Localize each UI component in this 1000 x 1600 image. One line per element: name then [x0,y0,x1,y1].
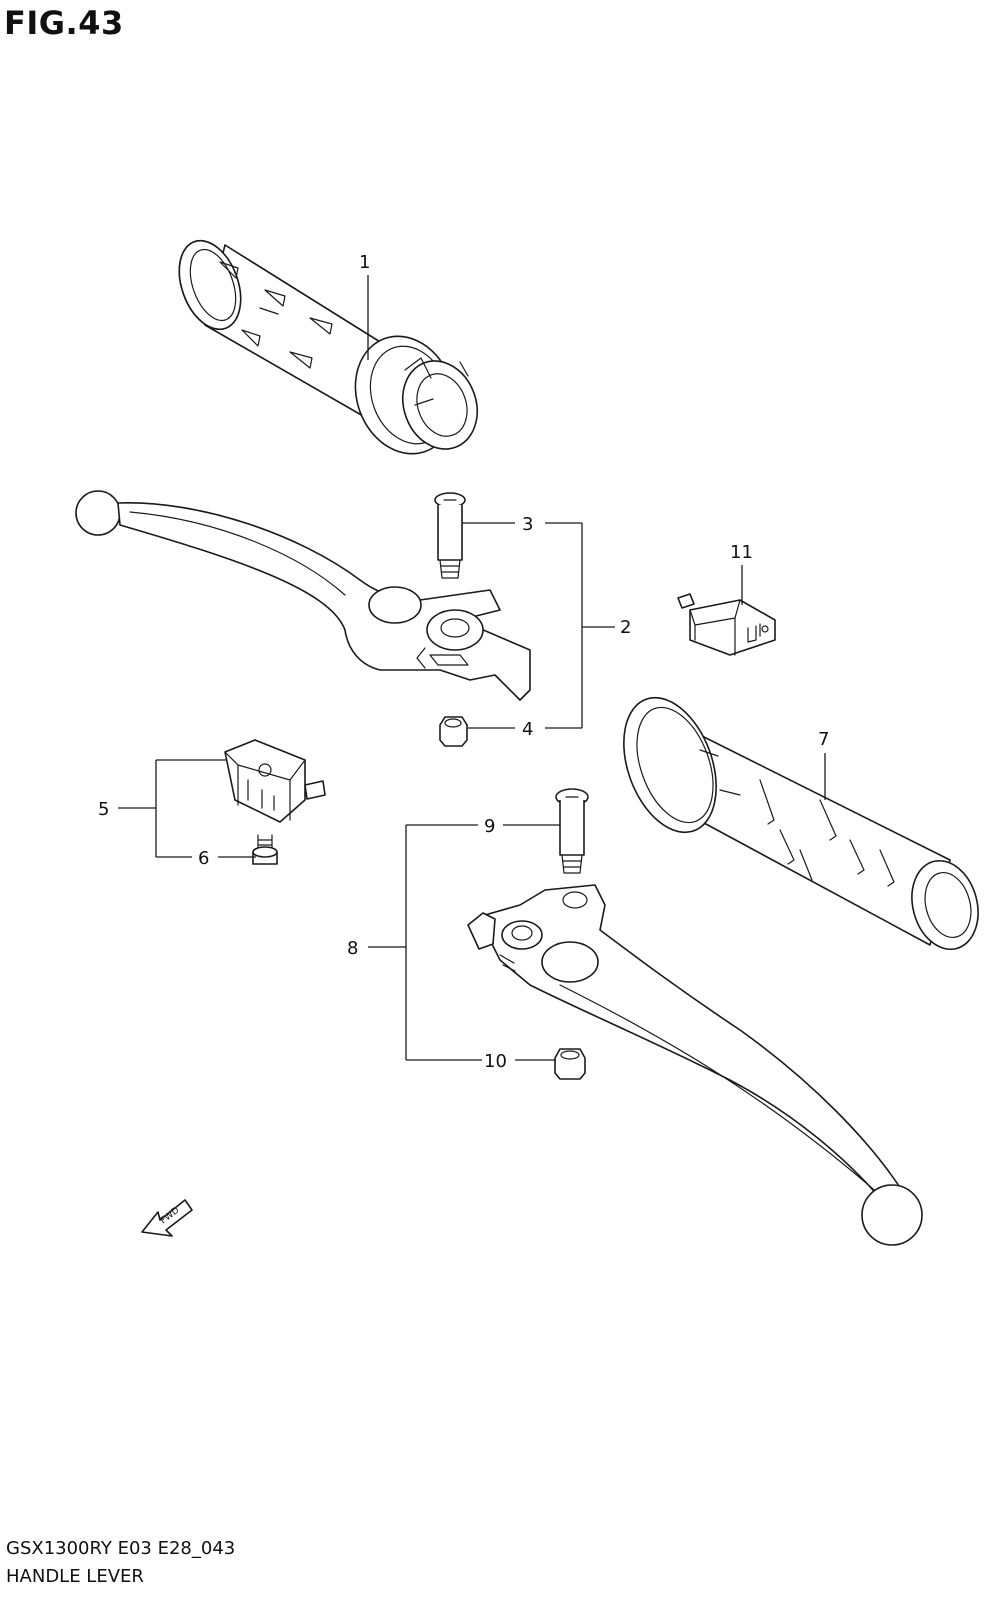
callout-4: 4 [522,719,533,740]
grip-right-upper [178,239,478,455]
brake-lever-assembly [467,884,923,1246]
fwd-arrow-icon: FWD [141,1199,193,1237]
nut-lower [554,1048,586,1080]
section-name: HANDLE LEVER [6,1566,144,1587]
callout-labels: 1 2 3 4 5 6 7 8 9 10 11 [98,252,829,1072]
pivot-bolt-upper [434,492,466,579]
switch-upper [677,593,776,656]
callout-9: 9 [484,816,495,837]
nut-upper [439,716,468,747]
callout-7: 7 [818,729,829,750]
callout-10: 10 [484,1051,507,1072]
callout-3: 3 [522,514,533,535]
model-code: GSX1300RY E03 E28_043 [6,1538,236,1559]
callout-11: 11 [730,542,753,563]
grip-left-lower [623,696,979,951]
callout-2: 2 [620,617,631,638]
clutch-lever-assembly [75,490,531,701]
figure-title: FIG.43 [4,4,124,42]
callout-5: 5 [98,799,109,820]
callout-1: 1 [359,252,370,273]
leader-lines [118,275,826,1061]
screw-left [252,834,278,865]
callout-8: 8 [347,938,358,959]
pivot-bolt-lower [555,788,589,874]
switch-left [224,739,326,823]
callout-6: 6 [198,848,209,869]
